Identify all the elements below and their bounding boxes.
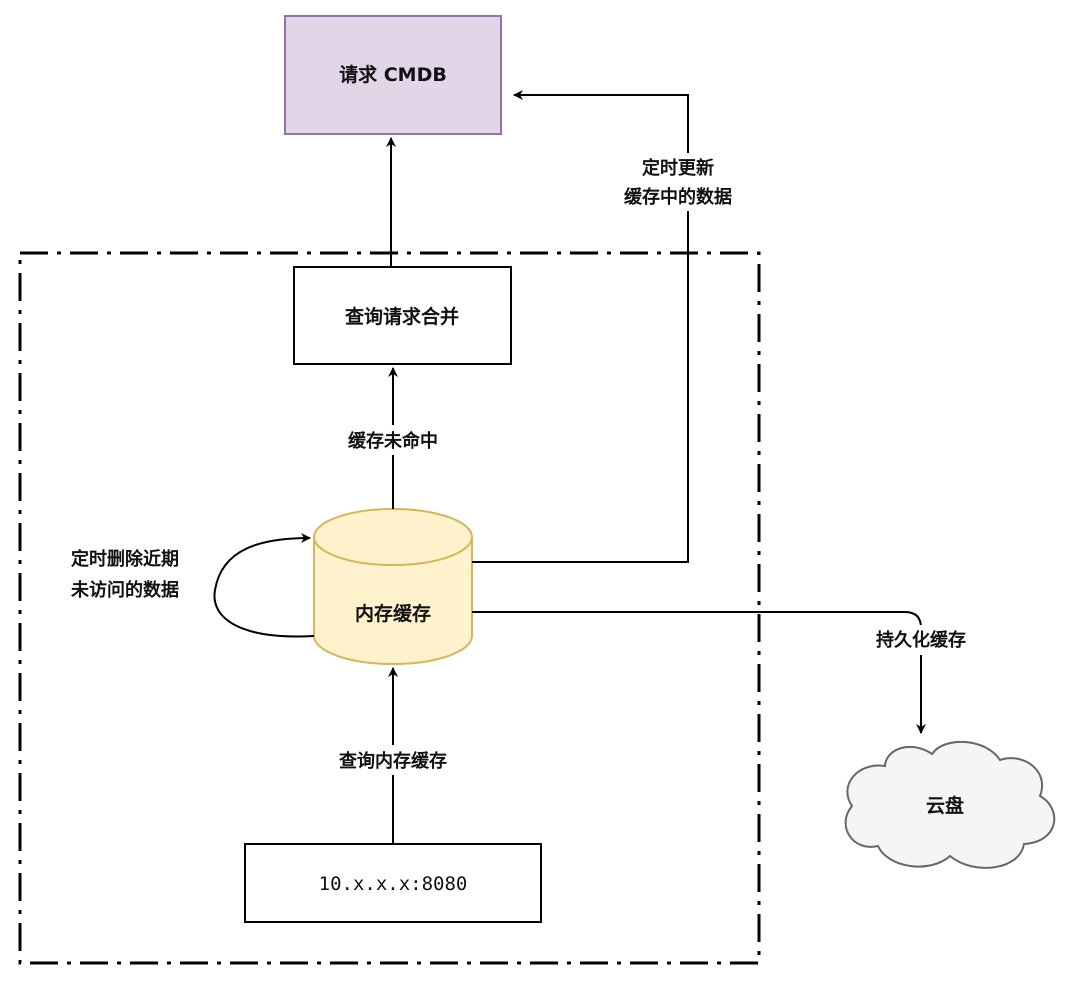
cloud-disk-node: 云盘 [844,741,1056,869]
edge-periodic-delete [213,533,315,638]
periodic-delete-label-line1: 定时删除近期 [71,548,179,570]
server-box [244,843,542,923]
cloud-disk-shape [844,741,1056,869]
persist-cache-label-bg [860,625,982,655]
cmdb-request-label: 请求 CMDB [339,63,447,86]
memory-cache-label: 内存缓存 [355,602,431,625]
memory-cache-cylinder-body [313,537,473,665]
cmdb-request-node: 请求 CMDB [284,15,502,135]
server-label: 10.x.x.x:8080 [319,873,468,895]
cloud-disk-label: 云盘 [926,794,964,817]
query-merge-label: 查询请求合并 [344,305,459,328]
edge-persist-cache [472,611,926,734]
memory-cache-cylinder-top [313,508,473,566]
query-memory-label-bg [322,745,464,775]
periodic-delete-label-line2: 未访问的数据 [71,579,179,601]
service-boundary [18,251,761,965]
cmdb-request-box [284,15,502,135]
query-memory-label: 查询内存缓存 [339,750,447,772]
cache-miss-label: 缓存未命中 [348,430,438,452]
server-node: 10.x.x.x:8080 [244,843,542,923]
periodic-refresh-label-bg [600,153,756,211]
edge-periodic-refresh [472,90,689,563]
memory-cache-node: 内存缓存 [313,508,473,665]
query-merge-box [293,266,512,365]
query-merge-node: 查询请求合并 [293,266,512,365]
cache-miss-label-bg [330,425,456,455]
periodic-refresh-label-line2: 缓存中的数据 [624,186,732,208]
periodic-refresh-label-line1: 定时更新 [642,157,714,179]
persist-cache-label: 持久化缓存 [876,629,966,651]
